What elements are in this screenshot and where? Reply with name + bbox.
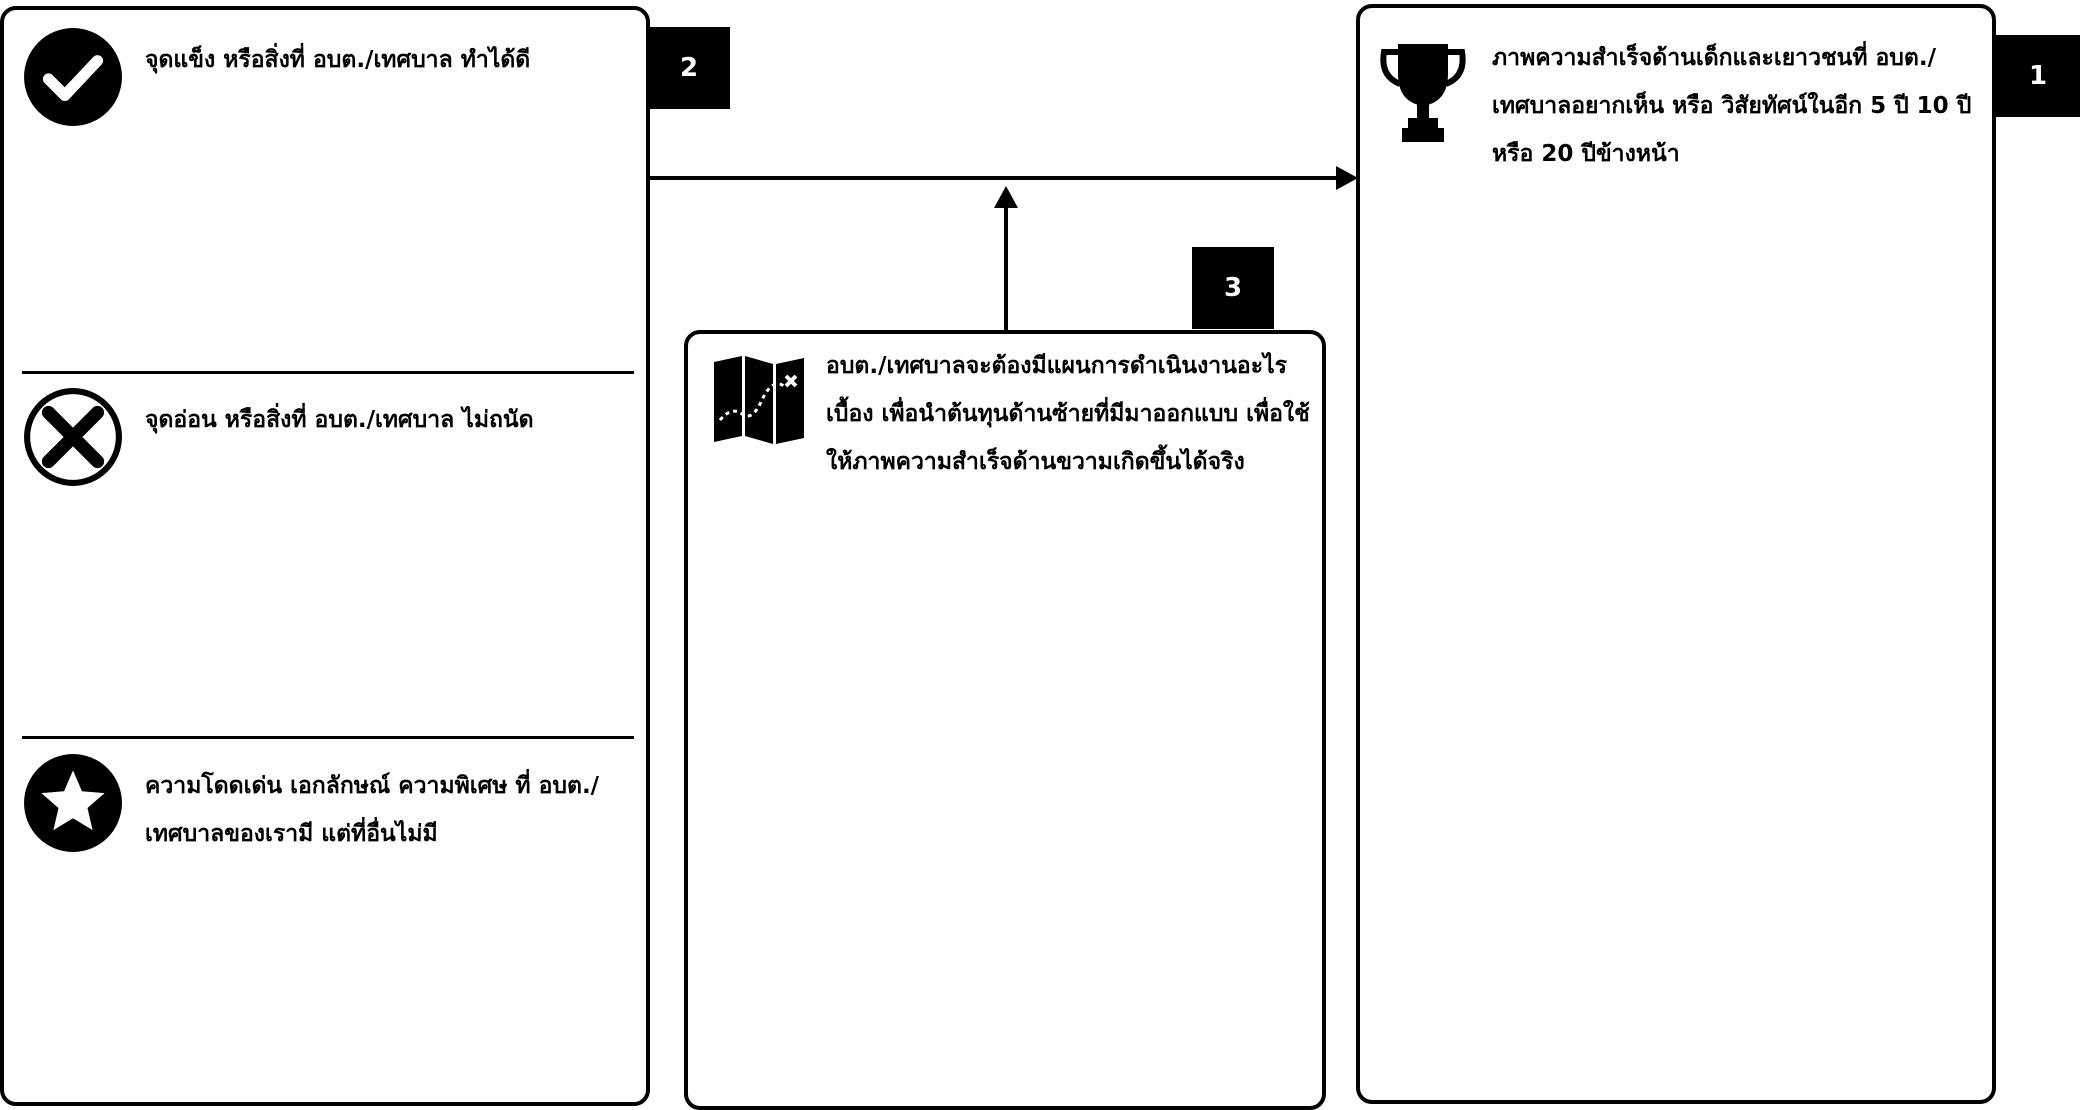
right-panel-badge: 1 — [1996, 35, 2080, 117]
arrow-head-right — [1336, 166, 1358, 190]
left-divider-2 — [22, 736, 634, 739]
left-panel-badge: 2 — [648, 27, 730, 109]
vision-text-line-2: เทศบาลอยากเห็น หรือ วิสัยทัศน์ในอีก 5 ปี… — [1492, 93, 1972, 119]
uniqueness-text-line-1: ความโดดเด่น เอกลักษณ์ ความพิเศษ ที่ อบต.… — [145, 773, 600, 799]
trophy-icon — [1378, 40, 1468, 148]
plan-text-line-2: เบื้อง เพื่อนำต้นทุนด้านซ้ายที่มีมาออกแบ… — [826, 401, 1310, 427]
vision-text-line-1: ภาพความสำเร็จด้านเด็กและเยาวชนที่ อบต./ — [1492, 45, 1936, 71]
uniqueness-text-line-2: เทศบาลของเรามี แต่ที่อื่นไม่มี — [145, 821, 438, 847]
star-circle-icon — [22, 752, 124, 858]
strengths-text: จุดแข็ง หรือสิ่งที่ อบต./เทศบาล ทำได้ดี — [145, 47, 531, 73]
middle-panel — [684, 330, 1326, 1110]
vision-text-line-3: หรือ 20 ปีข้างหน้า — [1492, 141, 1680, 167]
weaknesses-text: จุดอ่อน หรือสิ่งที่ อบต./เทศบาล ไม่ถนัด — [145, 407, 534, 433]
plan-text-line-1: อบต./เทศบาลจะต้องมีแผนการดำเนินงานอะไร — [826, 353, 1288, 379]
plan-text-line-3: ให้ภาพความสำเร็จด้านขวามเกิดขึ้นได้จริง — [826, 449, 1245, 475]
middle-panel-badge: 3 — [1192, 247, 1274, 329]
left-divider-1 — [22, 371, 634, 374]
left-panel — [0, 6, 650, 1106]
map-icon — [712, 356, 806, 448]
arrow-head-up — [994, 186, 1018, 208]
x-circle-icon — [22, 386, 124, 492]
checkmark-circle-icon — [22, 26, 124, 132]
